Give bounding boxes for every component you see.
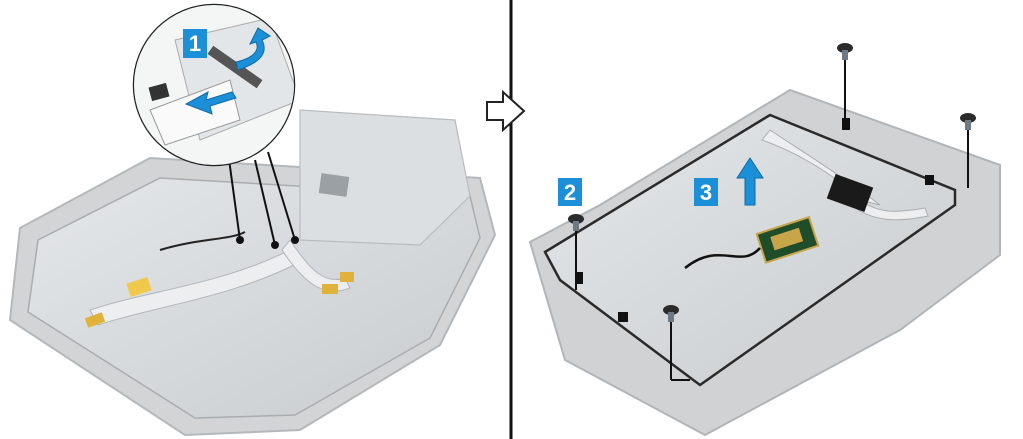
step-badge-2: 2 — [558, 178, 582, 206]
panel-rear-plate — [299, 109, 471, 246]
chip-block — [826, 173, 874, 213]
wire — [684, 247, 761, 269]
cable-connector — [322, 284, 338, 294]
cable-connector — [340, 272, 354, 282]
callout-point — [291, 236, 299, 244]
step-badge-3: 3 — [694, 178, 718, 206]
left-illustration: 1 — [8, 3, 497, 437]
screw-icon — [568, 214, 584, 290]
lift-latch-arrow-icon — [235, 27, 271, 71]
detail-magnifier — [132, 3, 296, 167]
screw-icon — [837, 43, 853, 118]
step-number: 1 — [189, 31, 201, 56]
flat-cable — [281, 239, 351, 292]
cable-connector — [84, 312, 106, 328]
step-number: 2 — [564, 180, 576, 205]
connector-slot — [207, 45, 263, 89]
callout-point — [236, 236, 244, 244]
next-step-arrow-icon — [486, 89, 526, 133]
callout-leader — [254, 159, 276, 246]
callout-leader — [267, 151, 296, 241]
screw-icon — [663, 305, 690, 381]
lift-panel-arrow-icon — [736, 157, 764, 206]
chip-block — [318, 173, 350, 197]
screw-icon — [960, 113, 976, 188]
callout-point — [271, 241, 279, 249]
pull-cable-arrow-icon — [184, 91, 237, 115]
flat-cable — [854, 199, 929, 221]
right-illustration: 2 3 — [528, 43, 1001, 437]
cable-tape — [126, 276, 152, 298]
callout-leader — [227, 151, 241, 241]
step-badge-1: 1 — [183, 29, 207, 58]
step-number: 3 — [700, 180, 712, 205]
